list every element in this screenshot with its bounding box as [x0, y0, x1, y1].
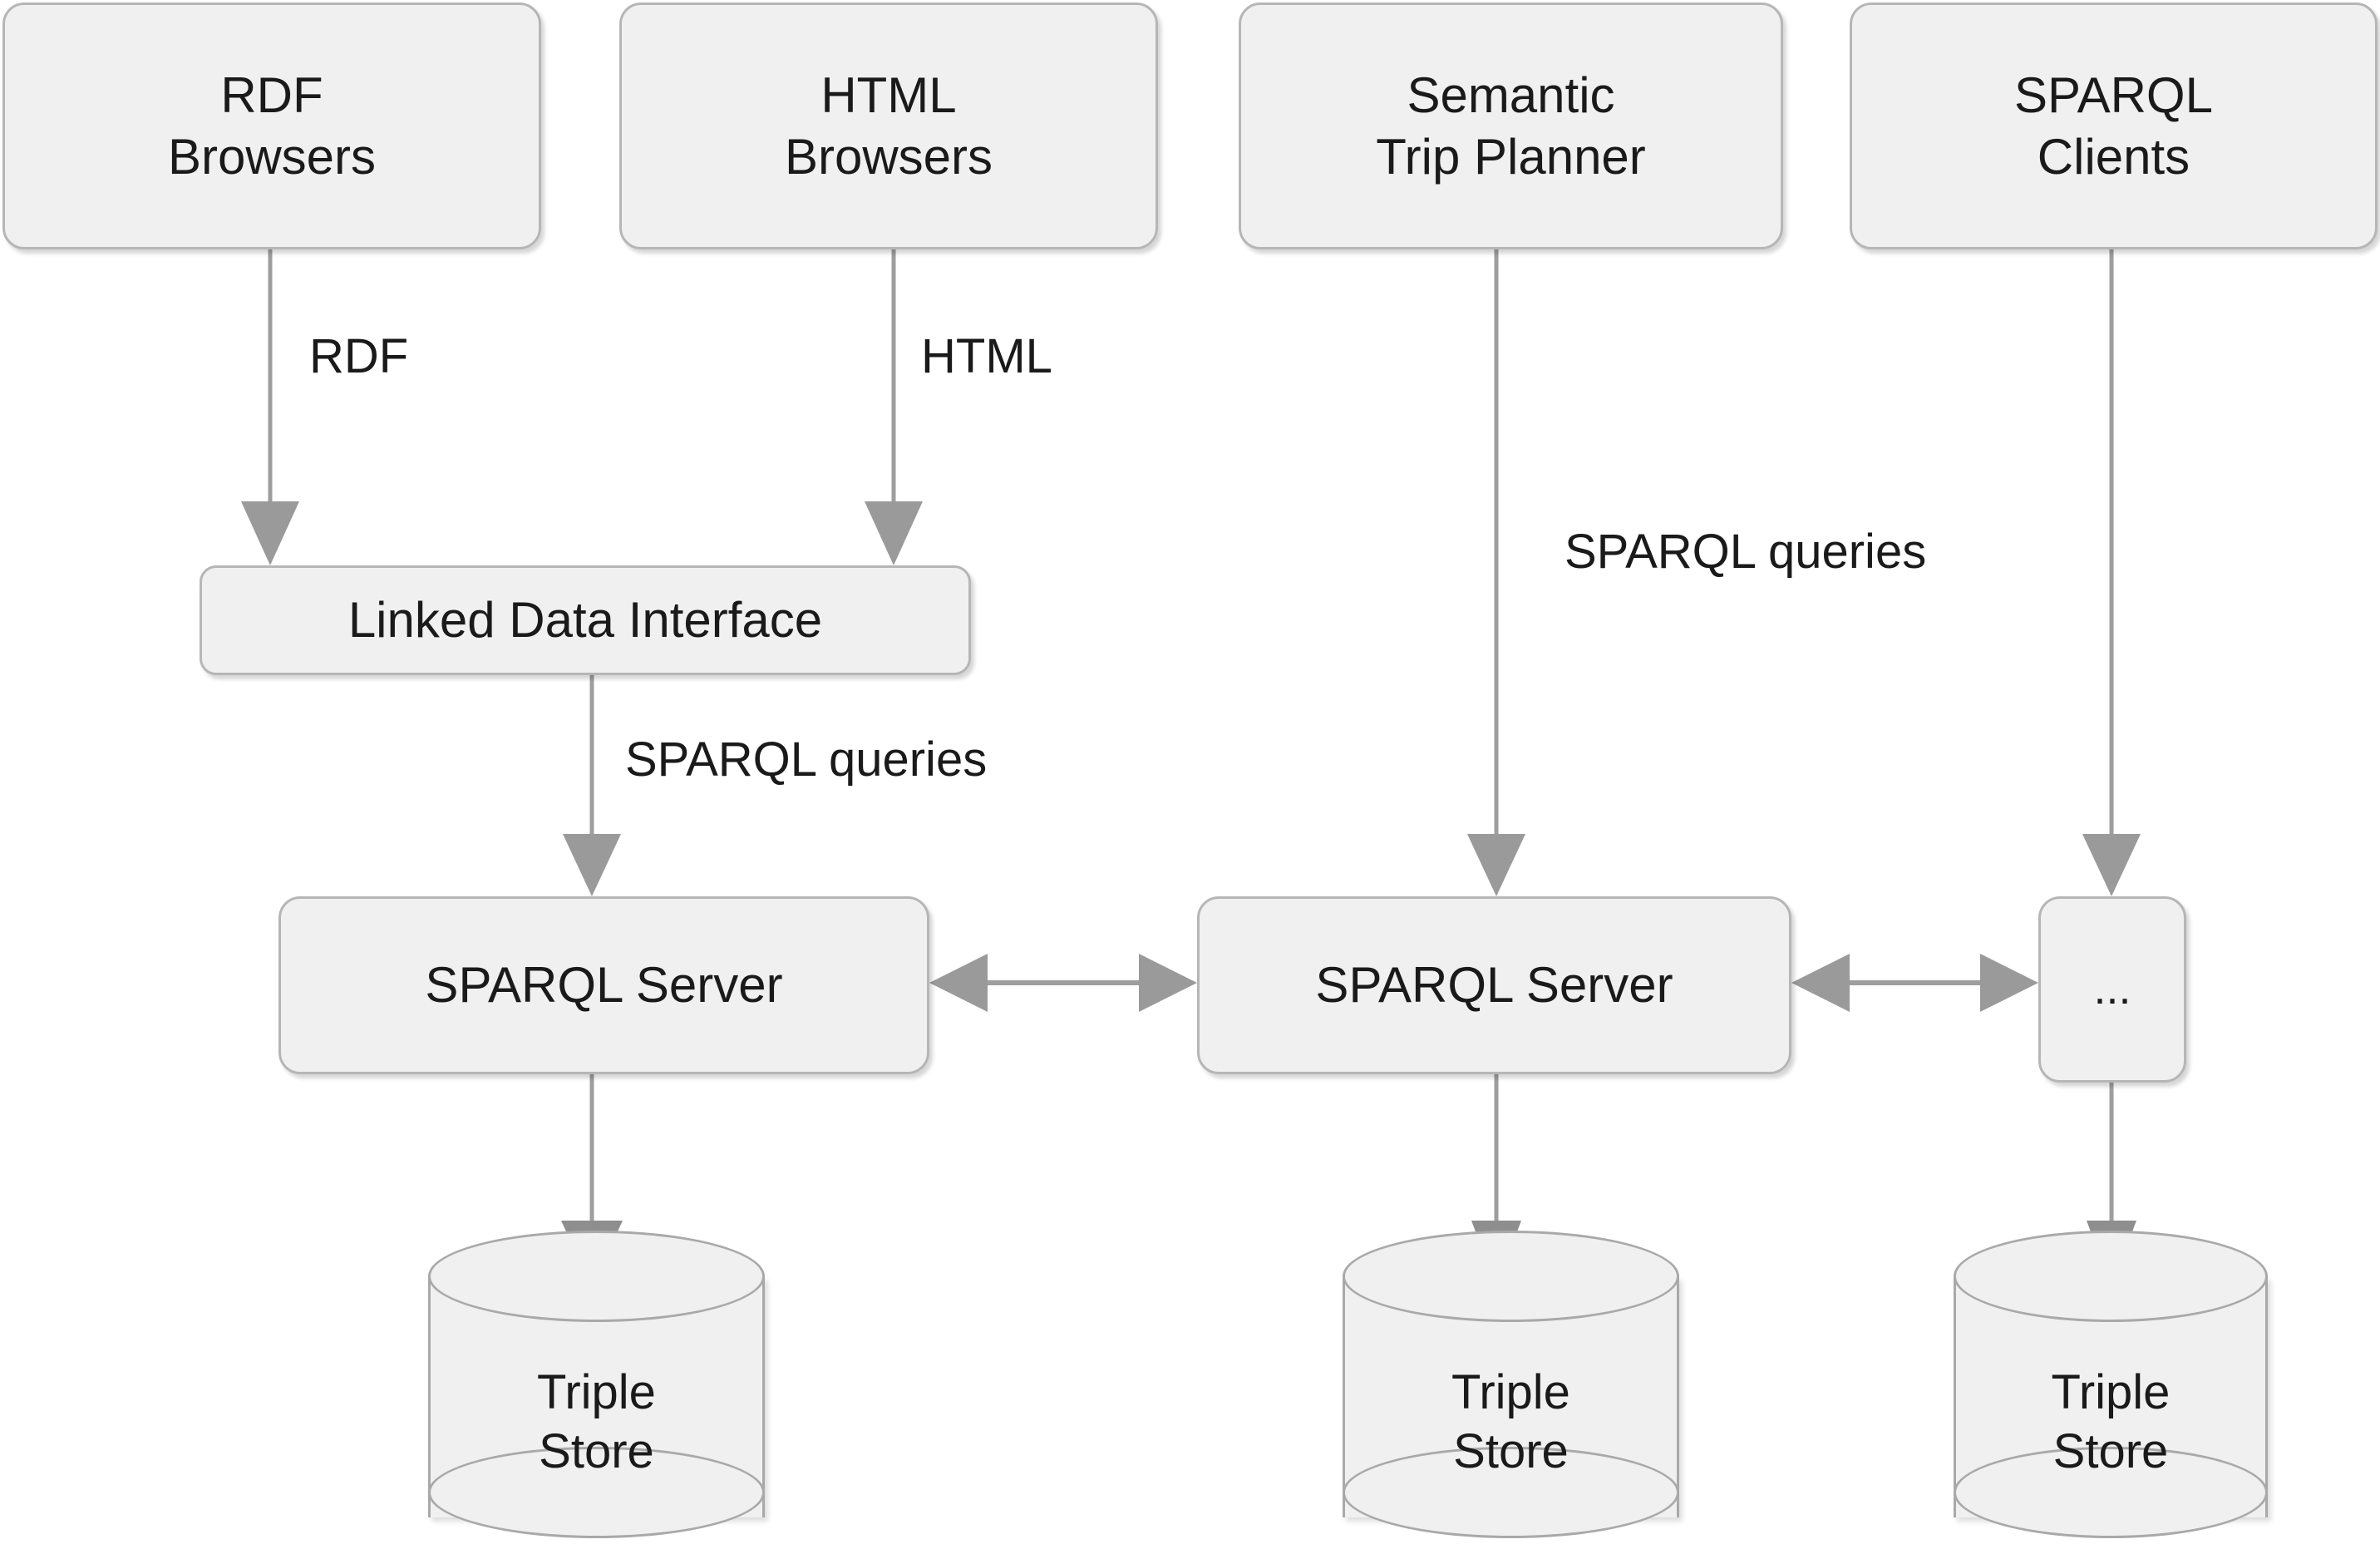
node-sparql-server-1-label: SPARQL Server — [425, 957, 783, 1014]
edge-label-sparql-queries-right: SPARQL queries — [1564, 525, 1927, 579]
edge-sparql-clients-to-sparql-server-more — [2082, 249, 2141, 896]
edge-label-sparql-queries-left: SPARQL queries — [625, 733, 988, 787]
node-triple-store-3-label: Triple Store — [2051, 1365, 2171, 1478]
node-sparql-clients[interactable]: SPARQL Clients — [1850, 2, 2378, 249]
triple-store-3-bottom-ellipse — [1954, 1447, 2268, 1538]
node-rdf-browsers-label: RDF Browsers — [167, 67, 377, 185]
node-rdf-browsers[interactable]: RDF Browsers — [2, 2, 541, 249]
node-sparql-server-more[interactable]: ... — [2038, 896, 2186, 1083]
edge-sparql-server-1-to-sparql-server-2 — [929, 954, 1197, 1012]
triple-store-2-bottom-ellipse — [1343, 1447, 1679, 1538]
node-sparql-server-2[interactable]: SPARQL Server — [1197, 896, 1791, 1074]
edge-rdf-browsers-to-linked-data-interface — [241, 249, 299, 565]
node-triple-store-2[interactable]: Triple Store — [1343, 1231, 1679, 1559]
edge-html-browsers-to-linked-data-interface — [865, 249, 923, 565]
edge-linked-data-interface-to-sparql-server-1 — [563, 675, 621, 896]
node-sparql-server-more-label: ... — [2093, 964, 2131, 1014]
edge-label-html: HTML — [921, 329, 1052, 383]
node-triple-store-1-label: Triple Store — [537, 1365, 656, 1478]
edge-semantic-trip-planner-to-sparql-server-2 — [1467, 249, 1525, 896]
node-semantic-trip-planner[interactable]: Semantic Trip Planner — [1239, 2, 1783, 249]
node-triple-store-2-label: Triple Store — [1451, 1365, 1570, 1478]
triple-store-3-top-ellipse — [1954, 1231, 2268, 1322]
node-sparql-server-1[interactable]: SPARQL Server — [278, 896, 929, 1074]
node-semantic-trip-planner-label: Semantic Trip Planner — [1376, 67, 1646, 185]
triple-store-1-bottom-ellipse — [428, 1447, 765, 1538]
triple-store-2-top-ellipse — [1343, 1231, 1679, 1322]
node-html-browsers-label: HTML Browsers — [784, 67, 993, 185]
node-sparql-server-2-label: SPARQL Server — [1315, 957, 1673, 1014]
triple-store-1-top-ellipse — [428, 1231, 765, 1322]
node-linked-data-interface[interactable]: Linked Data Interface — [200, 565, 971, 675]
edge-label-rdf: RDF — [309, 329, 409, 383]
edge-sparql-server-2-to-sparql-server-more — [1791, 954, 2038, 1012]
node-sparql-clients-label: SPARQL Clients — [2014, 67, 2213, 185]
node-triple-store-3[interactable]: Triple Store — [1954, 1231, 2268, 1559]
node-linked-data-interface-label: Linked Data Interface — [347, 592, 823, 649]
node-triple-store-1[interactable]: Triple Store — [428, 1231, 765, 1559]
node-html-browsers[interactable]: HTML Browsers — [619, 2, 1158, 249]
